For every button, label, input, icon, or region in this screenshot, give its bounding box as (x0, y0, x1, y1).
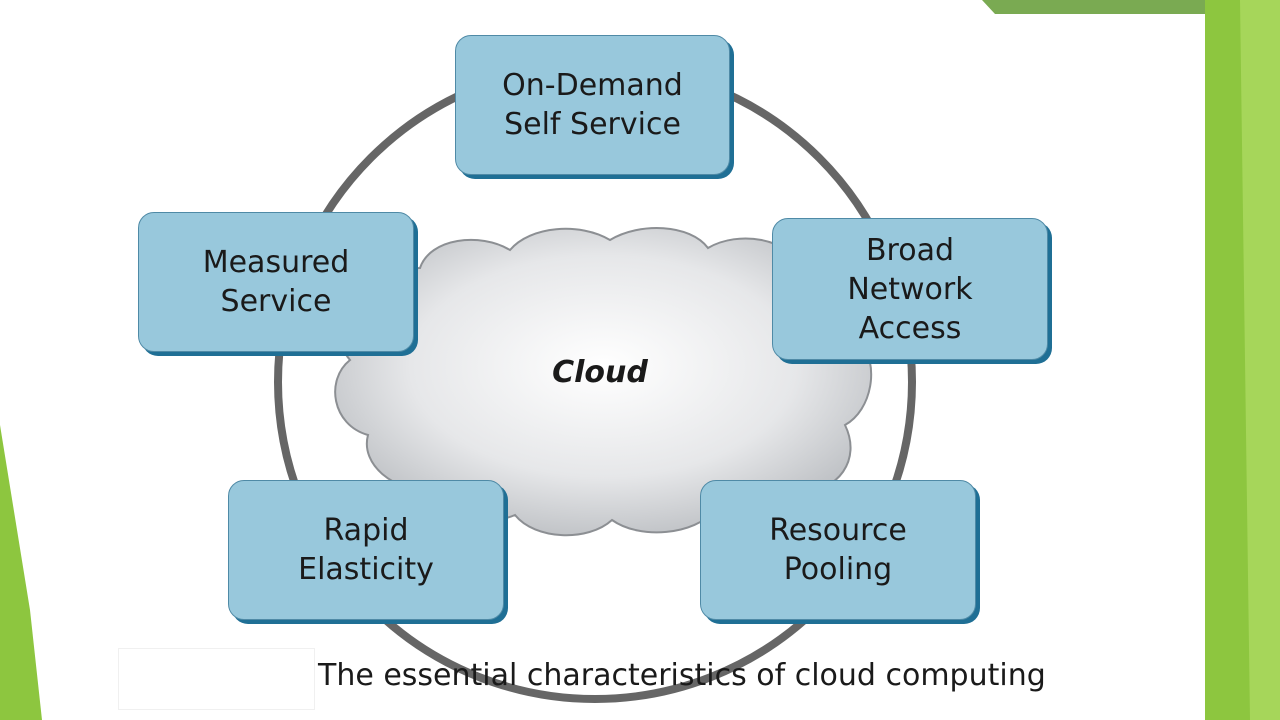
box-on-demand-self-service: On-Demand Self Service (455, 35, 730, 175)
box-label-on-demand-self-service: On-Demand Self Service (502, 68, 683, 142)
box-resource-pooling: Resource Pooling (700, 480, 976, 620)
box-measured-service: Measured Service (138, 212, 414, 352)
box-broad-network-access: Broad Network Access (772, 218, 1048, 360)
figure-caption: The essential characteristics of cloud c… (318, 658, 1046, 693)
box-label-measured-service: Measured Service (202, 245, 350, 319)
green-accent-right-light (1240, 0, 1280, 720)
box-label-rapid-elasticity: Rapid Elasticity (298, 513, 434, 587)
box-label-broad-network-access: Broad Network Access (847, 232, 973, 346)
box-rapid-elasticity: Rapid Elasticity (228, 480, 504, 620)
green-accent-top (982, 0, 1205, 14)
green-accent-left (0, 425, 42, 720)
caption-blank-box (118, 648, 315, 710)
box-label-resource-pooling: Resource Pooling (769, 513, 907, 587)
cloud-label: Cloud (552, 355, 648, 390)
